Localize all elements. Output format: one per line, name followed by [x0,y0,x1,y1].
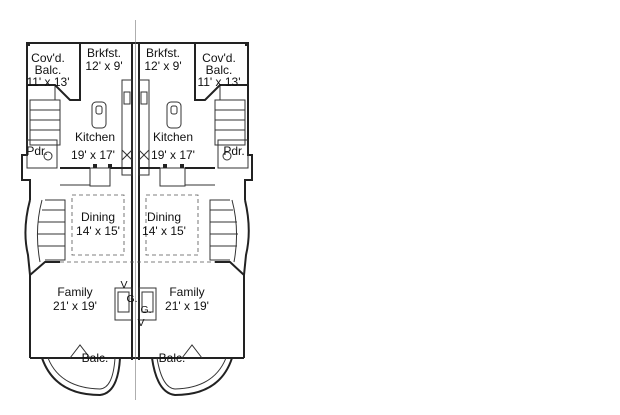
covd-balc-left-walls [27,43,81,101]
dining-right-size: 14' x 15' [142,224,186,238]
kitchen-dining-divider [60,167,215,187]
fireplace-left-v: V [120,279,127,291]
outer-walls [21,42,253,359]
brkfst-left-label: Brkfst. [87,46,121,60]
curved-stairs [37,199,238,261]
party-wall [131,20,140,400]
fireplace-right-v: V [137,317,144,329]
kitchen-right-size: 19' x 17' [151,148,195,162]
wall-markers [26,42,249,168]
family-left-label: Family [57,285,92,299]
upper-stairs [29,99,246,146]
covd-balc-right-label-2: Balc. [206,63,233,77]
balc-left-label: Balc. [82,351,109,365]
family-left-size: 21' x 19' [53,299,97,313]
balc-right-label: Balc. [159,351,186,365]
kitchen-islands [91,101,182,129]
kitchen-right-label: Kitchen [153,130,193,144]
covd-balc-left-label-1: Cov'd. [31,51,65,65]
family-right-size: 21' x 19' [165,299,209,313]
kitchen-left-size: 19' x 17' [71,148,115,162]
brkfst-right-label: Brkfst. [146,46,180,60]
dining-dashed-areas [60,194,215,263]
fireplace-right-g: G. [140,304,151,316]
covd-balc-right-walls [194,43,248,101]
covd-balc-right-size: 11' x 13' [197,75,240,89]
dining-left-size: 14' x 15' [76,224,120,238]
covd-balc-right-label-1: Cov'd. [202,51,236,65]
covd-balc-left-label-2: Balc. [35,63,62,77]
brkfst-right-size: 12' x 9' [144,59,181,73]
fireplace [114,287,157,321]
pdr-left-label: Pdr. [26,144,47,158]
family-right-label: Family [169,285,204,299]
brkfst-left-size: 12' x 9' [85,59,122,73]
kitchen-left-label: Kitchen [75,130,115,144]
dining-right-label: Dining [147,210,181,224]
covd-balc-left-size: 11' x 13' [26,75,69,89]
powder-rooms [26,139,249,169]
dining-left-label: Dining [81,210,115,224]
kitchen-counters [121,79,150,176]
bottom-balconies [41,344,233,397]
fireplace-left-g: G. [126,293,137,305]
pdr-right-label: Pdr. [223,144,244,158]
